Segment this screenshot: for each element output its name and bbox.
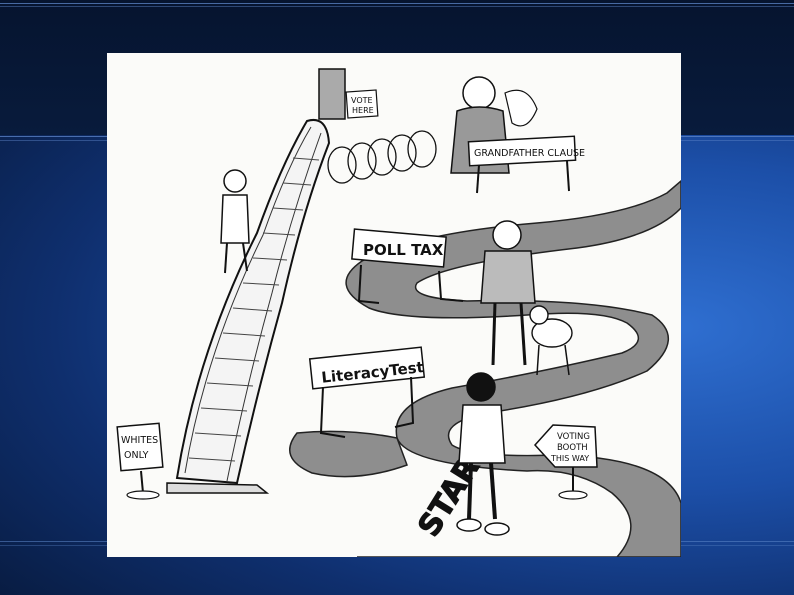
voting-obstacles-cartoon: VOTE HERE GRANDFATHER CLAUSE [107,53,681,557]
escalator [166,119,331,494]
whites-only-sign: WHITES ONLY [116,422,164,500]
literacy-test-sign: LiteracyTest [308,346,426,438]
grandfather-clause-text: GRANDFATHER CLAUSE [474,148,585,159]
man-on-escalator [220,169,250,274]
voter-figure [456,372,510,536]
grandfather-clause-sign: GRANDFATHER CLAUSE [467,135,585,194]
voting-booth-arrow-sign: VOTING BOOTH THIS WAY [533,424,598,500]
cartoon-drawing: VOTE HERE GRANDFATHER CLAUSE [116,68,681,557]
voting-booth-line2: BOOTH [557,443,588,453]
voting-booth-line1: VOTING [557,432,590,442]
whites-only-line2: ONLY [124,450,149,461]
top-rule [0,3,794,4]
grandfather-figure [450,76,538,174]
road-lower-lobe [288,430,408,478]
poll-tax-text: POLL TAX [363,241,444,259]
vote-here-line1: VOTE [351,96,373,105]
vote-here-line2: HERE [352,106,374,115]
dog-figure [529,305,573,376]
voting-booth-line3: THIS WAY [550,454,589,463]
clown-figure [480,220,536,366]
poll-tax-sign: POLL TAX [351,228,464,304]
top-rule-thin [0,6,794,7]
whites-only-line1: WHITES [121,435,158,446]
barbed-wire [327,130,437,184]
voting-booth-top: VOTE HERE [318,68,379,120]
